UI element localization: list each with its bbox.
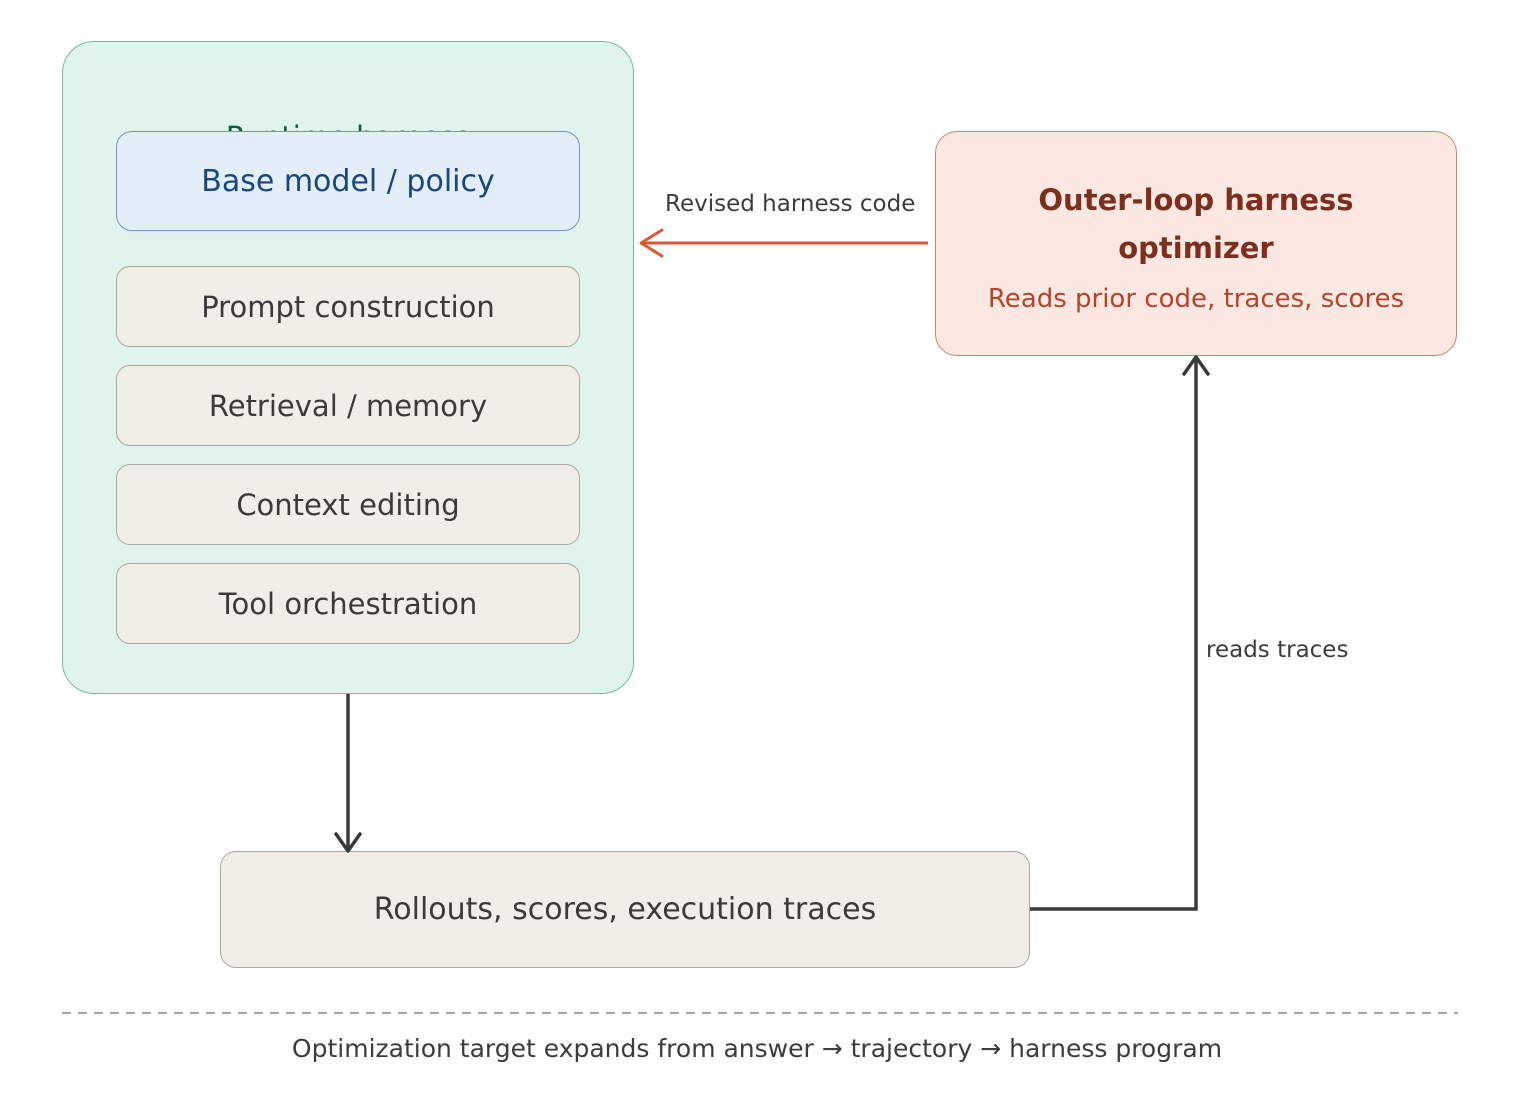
outer-loop-title-line2: optimizer — [1118, 231, 1274, 265]
base-model-node: Base model / policy — [116, 131, 580, 231]
outer-loop-optimizer-node: Outer-loop harness optimizer Reads prior… — [935, 131, 1457, 356]
outer-loop-title: Outer-loop harness optimizer — [1038, 176, 1353, 272]
harness-to-rollouts-arrow — [334, 694, 362, 853]
prompt-construction-node: Prompt construction — [116, 266, 580, 347]
retrieval-memory-node: Retrieval / memory — [116, 365, 580, 446]
revised-code-arrow — [639, 228, 928, 258]
context-editing-node: Context editing — [116, 464, 580, 545]
outer-loop-title-line1: Outer-loop harness — [1038, 183, 1354, 217]
rollouts-node: Rollouts, scores, execution traces — [220, 851, 1030, 968]
outer-loop-subtitle: Reads prior code, traces, scores — [987, 284, 1405, 314]
footer-caption: Optimization target expands from answer … — [291, 1034, 1223, 1063]
revised-harness-code-label: Revised harness code — [665, 191, 916, 217]
reads-traces-arrow — [1030, 355, 1210, 911]
tool-orchestration-node: Tool orchestration — [116, 563, 580, 644]
reads-traces-label: reads traces — [1206, 637, 1349, 663]
